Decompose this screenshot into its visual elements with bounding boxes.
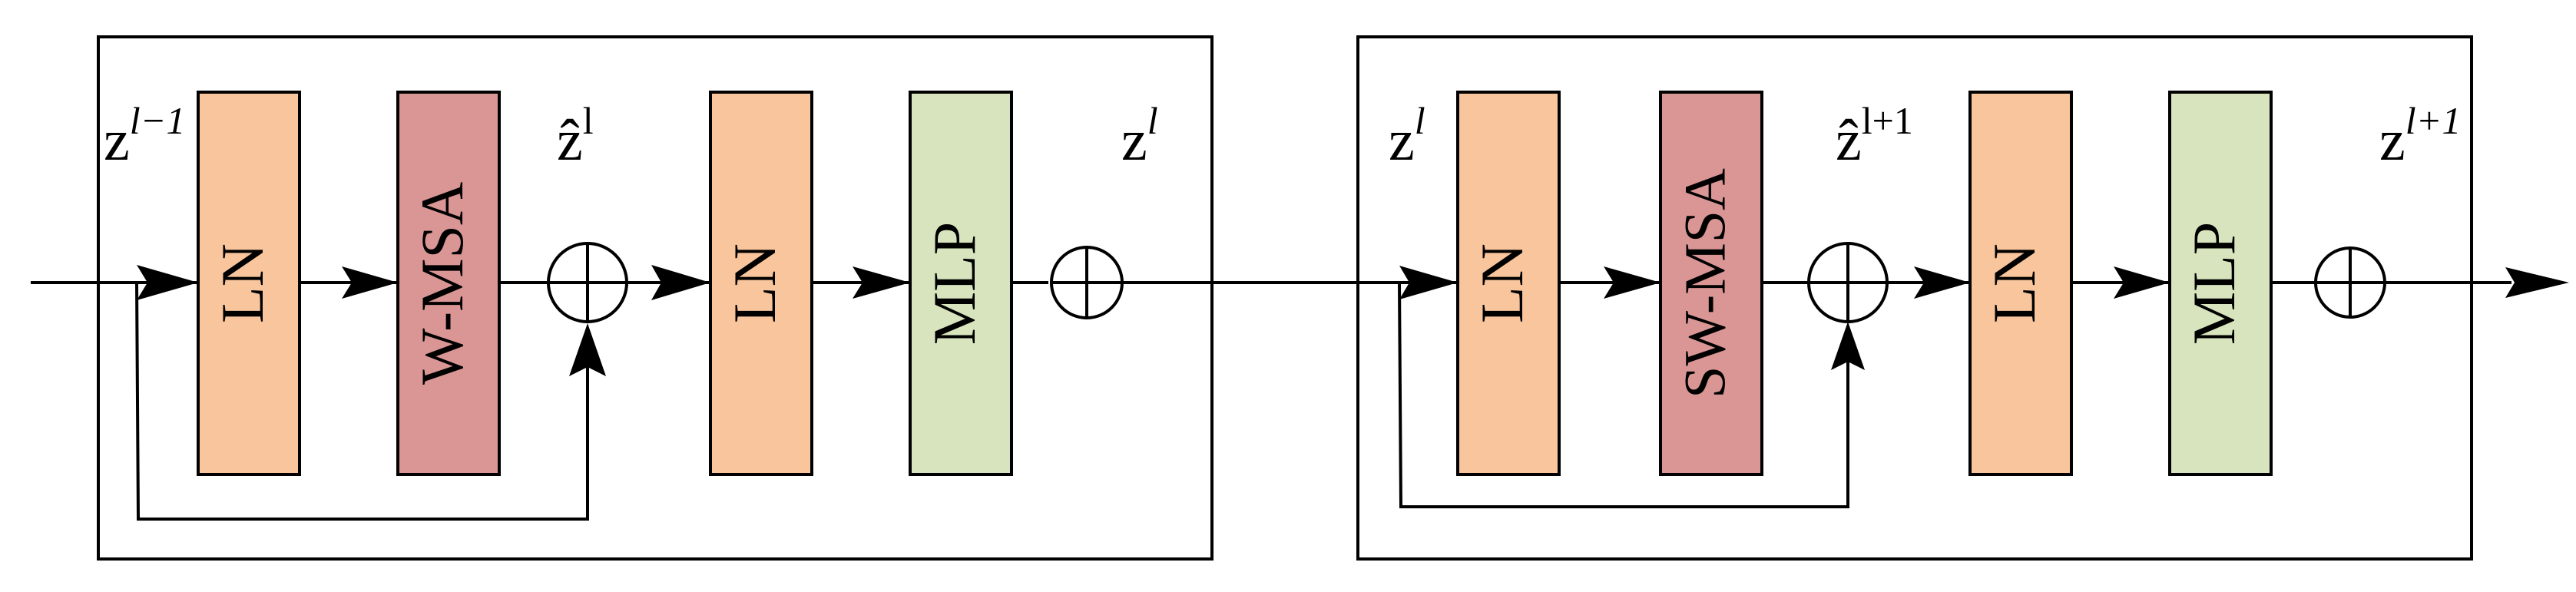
arrowhead [2114, 266, 2170, 299]
arrowhead [853, 266, 910, 299]
layer-norm-label: LN [209, 243, 276, 323]
layer-norm-label: LN [1468, 243, 1535, 323]
residual-add-icon [1807, 242, 1889, 323]
arrowhead [137, 265, 198, 300]
layer-norm-box [1968, 91, 2073, 476]
mlp-box [2168, 91, 2273, 476]
layer-norm-box [197, 91, 301, 476]
arrowhead [1604, 266, 1660, 299]
layer-norm-box [1456, 91, 1561, 476]
intermediate-label: ẑl+1 [1836, 99, 1913, 173]
layer-norm-box [709, 91, 813, 476]
arrowhead [569, 323, 606, 376]
mlp-label: MLP [2180, 222, 2247, 345]
attention-label: SW-MSA [1673, 168, 1737, 399]
attention-label: W-MSA [409, 182, 475, 385]
residual-skip-line [135, 282, 589, 521]
input-label: zl−1 [104, 99, 185, 173]
residual-add-icon [547, 242, 628, 323]
arrowhead [651, 265, 710, 300]
arrowhead [1914, 266, 1970, 299]
block-1: LN W-MSA LN MLP zl−1 ẑl zl [31, 35, 1214, 561]
block-2-frame [1356, 35, 2473, 561]
residual-skip-line [1398, 282, 1849, 508]
residual-add-icon [1050, 246, 1124, 319]
layer-norm-label: LN [721, 243, 788, 323]
block-2: LN SW-MSA LN MLP zl ẑl+1 zl+1 [1356, 35, 2569, 561]
mlp-label: MLP [921, 222, 988, 345]
layer-norm-label: LN [1981, 243, 2048, 323]
mlp-box [909, 91, 1013, 476]
output-label: zl [1121, 99, 1158, 173]
arrowhead [1831, 322, 1865, 370]
input-label: zl [1389, 99, 1425, 173]
output-arrowhead [2505, 267, 2569, 298]
attention-box [1659, 91, 1763, 476]
block-1-frame [97, 35, 1214, 561]
arrowhead [1399, 266, 1458, 299]
output-label: zl+1 [2379, 99, 2461, 173]
intermediate-label: ẑl [557, 99, 594, 173]
arrowhead [342, 266, 398, 299]
attention-box [396, 91, 501, 476]
residual-add-icon [2314, 246, 2386, 319]
